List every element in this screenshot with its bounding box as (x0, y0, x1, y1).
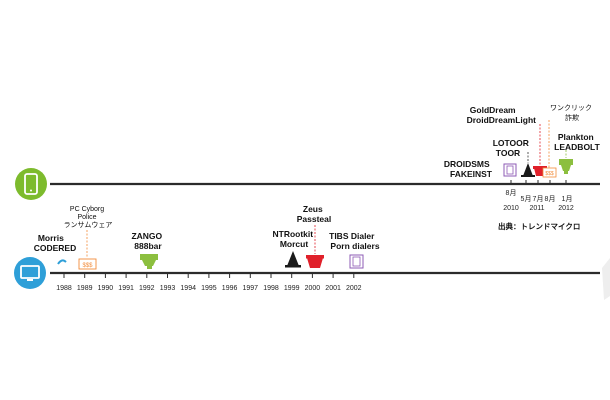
label-golddream: GoldDream DroidDreamLight (467, 105, 537, 125)
label-zango: ZANGO 888bar (131, 231, 164, 251)
pc-year-2001: 2001 (325, 285, 341, 292)
label-tibs: TIBS Dialer Porn dialers (329, 231, 380, 251)
right-edge-fragment (602, 258, 610, 300)
pc-year-1992: 1992 (139, 285, 155, 292)
rootkit-icon-pc (285, 251, 301, 268)
pc-year-2000: 2000 (305, 285, 321, 292)
mobile-date-month-2: 5月 (521, 195, 532, 203)
mobile-connector-lines (527, 120, 567, 168)
label-ntrootkit: NTRootkit Morcut (273, 229, 316, 249)
label-oneclick: ワンクリック 詐欺 (550, 104, 594, 122)
label-plankton: Plankton LEADBOLT (554, 132, 600, 152)
adware-icon-pc (140, 254, 158, 269)
pc-year-1991: 1991 (118, 285, 134, 292)
pc-tick-marks (63, 273, 355, 278)
pc-year-1998: 1998 (263, 285, 279, 292)
ransomware-icon-mobile: $$$ (542, 167, 557, 178)
pc-year-1994: 1994 (180, 285, 196, 292)
dialer-icon-mobile (503, 163, 517, 177)
mobile-device-icon (15, 168, 47, 200)
rootkit-icon-mobile (521, 163, 535, 177)
mobile-date-year-2: 2011 (529, 205, 544, 212)
label-lotoor: LOTOOR TOOR (493, 138, 532, 158)
pc-year-labels: 1988 1989 1990 1991 1992 1993 1994 1995 1996 1997… (56, 285, 361, 292)
label-droidsms: DROIDSMS FAKEINST (444, 159, 493, 179)
banking-trojan-icon-pc (306, 255, 324, 268)
ransomware-icon-pc: $$$ (78, 258, 97, 270)
mobile-date-month-4: 8月 (545, 195, 556, 203)
pc-year-1997: 1997 (243, 285, 259, 292)
ransomware-badge-mobile: $$$ (545, 171, 554, 177)
pc-year-1996: 1996 (222, 285, 238, 292)
pc-connector-lines (86, 225, 316, 258)
pc-year-1995: 1995 (201, 285, 217, 292)
mobile-date-month-1: 8月 (506, 189, 517, 197)
pc-year-1993: 1993 (160, 285, 176, 292)
mobile-date-year-3: 2012 (558, 205, 574, 212)
mobile-tick-marks (510, 180, 567, 184)
label-pccyborg: PC Cyborg Police ランサムウェア (64, 206, 113, 229)
mobile-date-month-5: 1月 (562, 195, 573, 203)
ransomware-badge-pc: $$$ (82, 263, 93, 269)
adware-icon-mobile (559, 159, 573, 174)
pc-year-1989: 1989 (77, 285, 93, 292)
pc-year-1990: 1990 (98, 285, 114, 292)
pc-year-1999: 1999 (284, 285, 300, 292)
pc-year-2002: 2002 (346, 285, 362, 292)
source-credit: 出典：トレンドマイクロ (498, 221, 580, 231)
pc-year-1988: 1988 (56, 285, 72, 292)
mobile-date-year-1: 2010 (503, 205, 519, 212)
dialer-icon-pc (349, 254, 364, 269)
label-morris: Morris CODERED (34, 233, 77, 253)
mobile-date-month-3: 7月 (533, 195, 544, 203)
label-zeus: Zeus Passteal (297, 204, 332, 224)
worm-icon-pc (57, 259, 67, 265)
pc-monitor-icon (14, 257, 46, 289)
